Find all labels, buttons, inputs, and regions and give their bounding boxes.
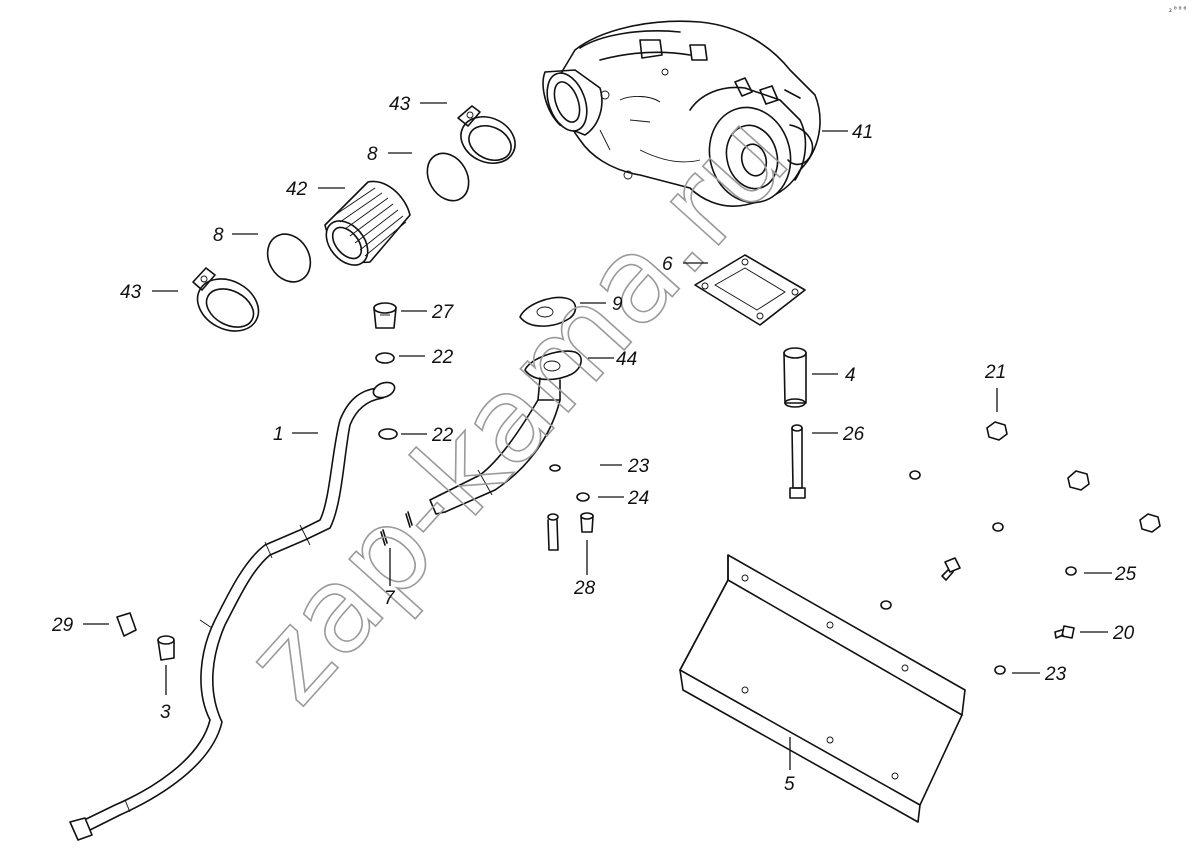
tube-3 [157,635,175,661]
callout-41: 41 [852,122,873,143]
gasket-9 [519,296,577,327]
callout-42: 42 [286,179,308,200]
callout-20: 20 [1112,623,1135,644]
washer-22-upper [375,352,395,364]
stud-26 [789,424,806,499]
bolt-28 [547,512,594,551]
heat-shield-5 [679,554,966,823]
callout-4: 4 [845,365,856,386]
callout-7: 7 [384,588,396,609]
callout-21: 21 [984,362,1006,383]
seal-ring-8-lower [266,233,312,283]
callout-44: 44 [616,349,637,370]
callout-27: 27 [431,302,455,323]
washer-b [992,522,1004,532]
callout-43-lower: 43 [120,282,142,303]
callout-26: 26 [842,424,865,445]
bolt-left [941,557,961,581]
callout-22-lower: 22 [431,425,454,446]
banjo-bolt-27 [373,302,397,329]
callout-23-right: 23 [1044,664,1067,685]
washer-24 [576,492,590,502]
bolt-20 [1054,625,1075,639]
washer-25 [1065,566,1077,576]
callout-22-upper: 22 [431,347,454,368]
nut-21 [986,421,1008,441]
callout-43-upper: 43 [389,94,411,115]
callout-24: 24 [627,488,649,509]
pin-7-left [380,529,388,546]
callout-6: 6 [662,254,673,275]
callout-25: 25 [1114,564,1137,585]
callout-5: 5 [784,774,795,795]
callout-9: 9 [612,294,623,315]
callout-8-upper: 8 [367,144,378,165]
washer-c [880,600,892,610]
nut-right-1 [1067,470,1090,491]
clamp-43-lower [192,267,260,332]
gasket-6 [694,254,806,326]
callout-29: 29 [51,615,74,636]
callout-3: 3 [160,702,171,723]
callout-1: 1 [273,424,284,445]
washer-a [909,470,921,480]
pin-7-right [405,511,413,528]
washer-23-right [994,665,1006,675]
fitting-29 [116,612,137,637]
clamp-43-upper [457,105,516,164]
nut-right-2 [1139,513,1161,533]
corner-mark: ₂⁰⁰⁰ [1168,5,1187,14]
callout-8-lower: 8 [213,225,224,246]
washer-22-lower [378,428,398,440]
oil-pipe-1 [69,381,396,841]
corrugated-hose-42 [324,180,411,266]
seal-ring-8-upper [426,152,470,202]
drain-pipe-44 [429,350,582,515]
callout-23-pipe: 23 [627,456,650,477]
washer-23-pipe [549,464,561,472]
turbocharger-41 [542,20,821,207]
sleeve-4 [783,347,807,408]
callout-28: 28 [573,578,596,599]
